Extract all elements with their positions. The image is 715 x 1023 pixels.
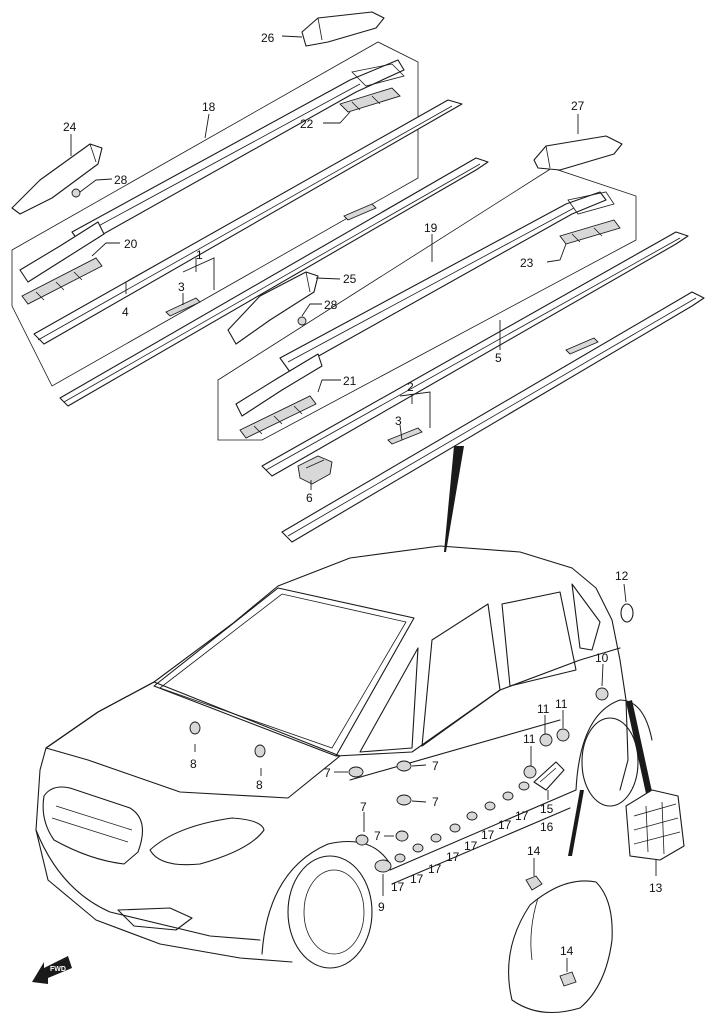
- car-body: [35, 545, 653, 969]
- callout-11-a: 11: [537, 702, 550, 716]
- part-3-tape: [165, 297, 201, 317]
- part-28-nut-2: [297, 316, 307, 326]
- part-12-cap: [620, 603, 634, 623]
- fwd-arrow-icon: FWD: [32, 956, 72, 984]
- part-26-end-cap: [301, 11, 385, 47]
- part-21-rail-foot: [235, 353, 323, 417]
- part-6-clip: [297, 455, 333, 485]
- left-roof-rail-assembly: [11, 11, 489, 407]
- pointer-arrow-vent: [626, 700, 656, 812]
- part-28-nut: [71, 188, 81, 198]
- callout-7-a: 7: [324, 766, 331, 780]
- part-22-rail-foot: [339, 87, 401, 113]
- callout-17-h: 17: [515, 809, 529, 823]
- callout-18: 18: [202, 100, 216, 114]
- right-roof-rail-assembly: [217, 135, 705, 543]
- part-14-clip-2: [559, 971, 577, 987]
- front-door-window: [421, 603, 501, 747]
- callout-numbers: 26 18 22 24 28 20 4 1 3 25 28 27 19 23 5…: [63, 31, 663, 958]
- callout-10: 10: [595, 651, 609, 665]
- pointer-arrow-liner: [568, 790, 584, 856]
- fender-liner: [508, 875, 613, 1013]
- callout-7-c: 7: [432, 795, 439, 809]
- front-wheel: [261, 840, 391, 955]
- part-24-end-cap: [11, 143, 103, 215]
- part-20-rail-foot: [19, 221, 105, 283]
- callout-7-b: 7: [432, 759, 439, 773]
- part-11-nut-b: [556, 728, 570, 742]
- callout-7-e: 7: [374, 829, 381, 843]
- callout-17-f: 17: [481, 828, 495, 842]
- callout-28-b: 28: [324, 298, 338, 312]
- part-7-clip-e: [395, 830, 409, 842]
- callout-8-b: 8: [256, 778, 263, 792]
- callout-26: 26: [261, 31, 275, 45]
- callout-4: 4: [122, 305, 129, 319]
- callout-7-d: 7: [360, 800, 367, 814]
- callout-3-b: 3: [395, 414, 402, 428]
- callout-11-b: 11: [555, 697, 568, 711]
- callout-9: 9: [378, 900, 385, 914]
- callout-15: 15: [540, 802, 554, 816]
- clips: [189, 687, 609, 873]
- part-10-grommet: [595, 687, 609, 701]
- part-11-nut-c: [523, 765, 537, 779]
- callout-11-c: 11: [523, 732, 536, 746]
- callout-24: 24: [63, 120, 77, 134]
- part-7-clip-b: [396, 760, 412, 772]
- callout-25: 25: [343, 272, 357, 286]
- callout-14-b: 14: [560, 944, 574, 958]
- rear-door-window: [501, 591, 577, 687]
- left-rail-bracket-box: [11, 41, 419, 387]
- callout-16: 16: [540, 820, 554, 834]
- callout-6: 6: [306, 491, 313, 505]
- callout-20: 20: [124, 237, 138, 251]
- part-15-bracket: [533, 761, 565, 791]
- part-14-clip: [525, 875, 543, 891]
- part-7-clip-a: [348, 766, 364, 778]
- callout-2: 2: [407, 380, 414, 394]
- part-27-end-cap: [533, 135, 623, 171]
- windshield: [153, 587, 415, 757]
- callout-17-c: 17: [428, 862, 442, 876]
- part-11-nut-a: [539, 733, 553, 747]
- callout-14-a: 14: [527, 844, 541, 858]
- part-8-grommet-2: [254, 744, 266, 758]
- callout-17-a: 17: [391, 880, 405, 894]
- part-23-rail-foot: [559, 219, 621, 245]
- callout-27: 27: [571, 99, 585, 113]
- callout-17-g: 17: [498, 818, 512, 832]
- front-grille: [42, 786, 144, 865]
- callout-23: 23: [520, 256, 534, 270]
- callout-21: 21: [343, 374, 357, 388]
- headlight: [149, 817, 265, 866]
- leader-lines: [70, 35, 657, 972]
- part-13-vent: [625, 789, 685, 861]
- callout-1: 1: [196, 248, 203, 262]
- callout-3: 3: [178, 280, 185, 294]
- callout-17-e: 17: [464, 839, 478, 853]
- callout-17-b: 17: [410, 872, 424, 886]
- callout-17-d: 17: [446, 850, 460, 864]
- callout-8-a: 8: [190, 757, 197, 771]
- part-25-end-cap: [227, 271, 319, 345]
- callout-12: 12: [615, 569, 629, 583]
- callout-5: 5: [495, 351, 502, 365]
- callout-19: 19: [424, 221, 438, 235]
- callout-28: 28: [114, 173, 128, 187]
- part-3-tape-2: [387, 427, 423, 445]
- rear-wheel: [575, 699, 653, 791]
- part-8-grommet: [189, 721, 201, 735]
- pointer-arrow-roof: [444, 446, 464, 552]
- callout-13: 13: [649, 881, 663, 895]
- part-7-clip-d: [355, 834, 369, 846]
- part-9-clip: [374, 859, 392, 873]
- part-7-clip-c: [396, 794, 412, 806]
- fwd-label: FWD: [50, 966, 66, 973]
- callout-22: 22: [300, 117, 314, 131]
